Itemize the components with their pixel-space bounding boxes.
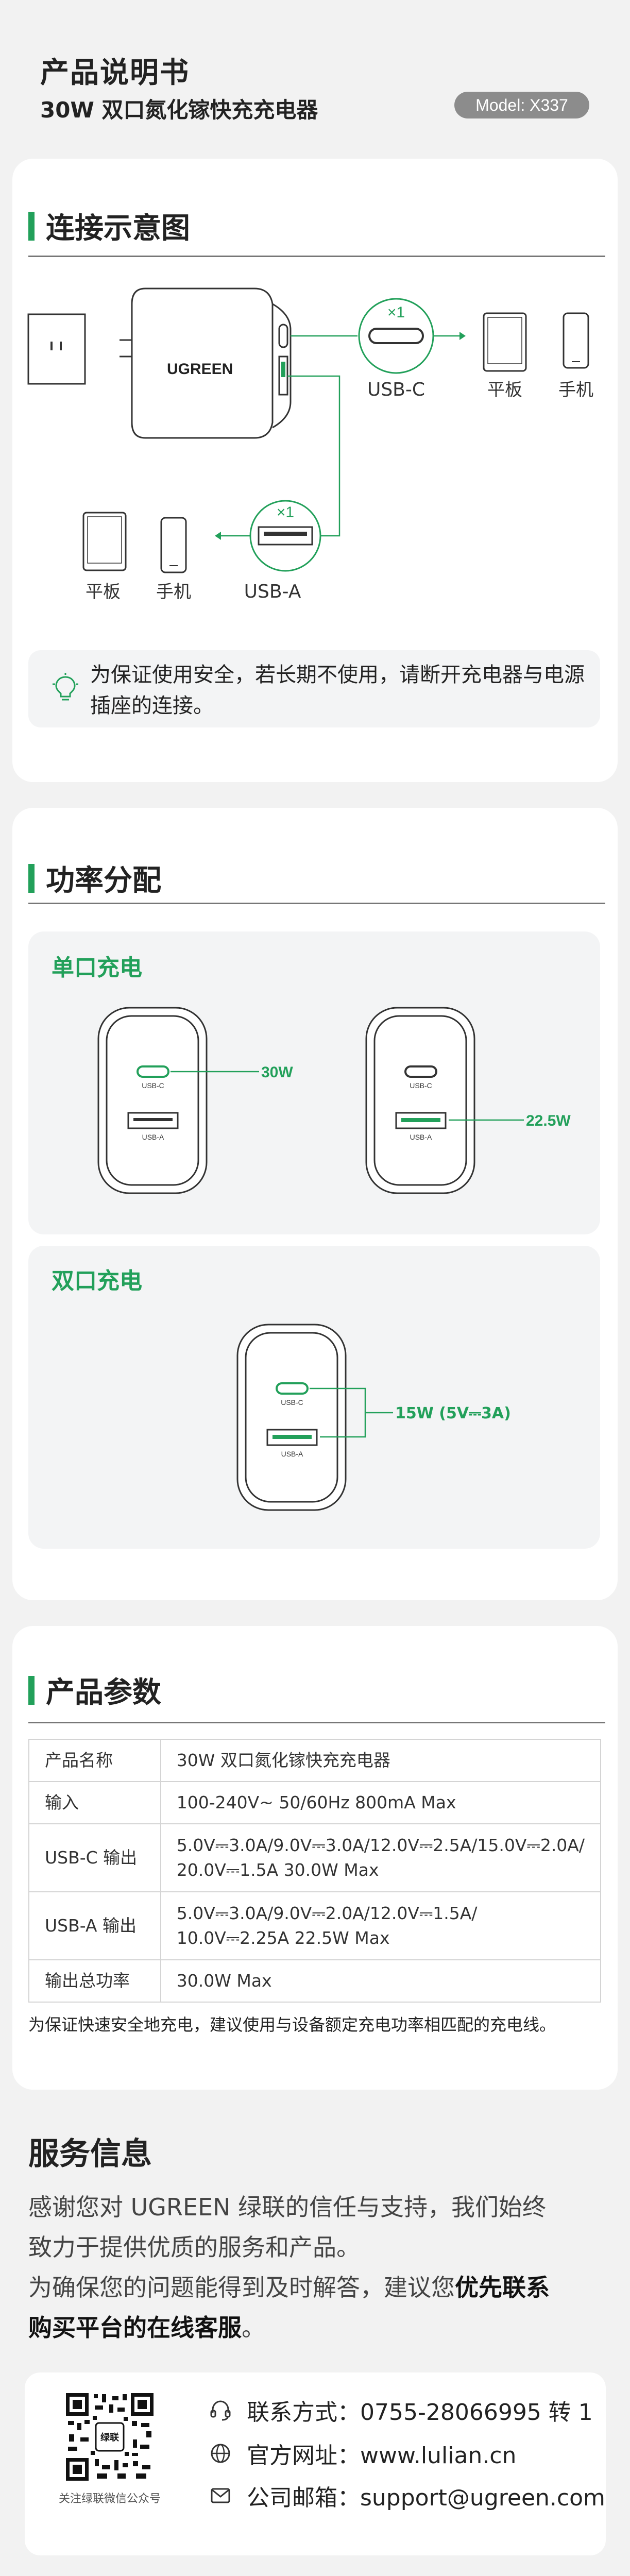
param-key: 输出总功率 <box>28 1959 161 2003</box>
safety-notice <box>28 650 600 727</box>
safety-notice-text: 为保证使用安全，若长期不使用，请断开充电器与电源插座的连接。 <box>90 663 585 718</box>
connection-heading-text: 连接示意图 <box>46 212 190 245</box>
heading-accent-bar <box>28 863 35 893</box>
param-value: 5.0V⎓3.0A/9.0V⎓2.0A/12.0V⎓1.5A/ 10.0V⎓2.… <box>160 1891 602 1960</box>
param-key: 产品名称 <box>28 1739 161 1782</box>
service-line-4-bold: 购买平台的在线客服 <box>28 2314 242 2342</box>
usb-c-port-label: USB-C <box>142 1081 164 1090</box>
param-value: 30W 双口氮化镓快充充电器 <box>160 1739 602 1782</box>
service-line-1: 感谢您对 UGREEN 绿联的信任与支持，我们始终 <box>28 2193 547 2221</box>
phone-label-left: 手机 <box>156 582 191 602</box>
usb-a-port-label: USB-A <box>142 1133 164 1141</box>
headset-icon <box>210 2400 231 2421</box>
params-table: 产品名称 30W 双口氮化镓快充充电器 输入 100-240V~ 50/60Hz… <box>28 1739 602 2003</box>
contact-phone-text: 联系方式：0755-28066995 转 1 <box>247 2399 593 2426</box>
param-value: 5.0V⎓3.0A/9.0V⎓3.0A/12.0V⎓2.5A/15.0V⎓2.0… <box>160 1823 602 1892</box>
service-line-4-end: 。 <box>242 2314 265 2342</box>
usb-c-link: ×1 USB-C <box>291 298 466 400</box>
usb-a-port-label: USB-A <box>281 1450 303 1458</box>
usb-c-port-label: USB-C <box>410 1081 432 1090</box>
dual-port-title: 双口充电 <box>52 1268 142 1294</box>
table-row: 产品名称 30W 双口氮化镓快充充电器 <box>28 1739 602 1782</box>
usb-c-count: ×1 <box>387 304 405 321</box>
heading-rule <box>28 903 605 904</box>
service-line-4: 购买平台的在线客服。 <box>28 2308 265 2348</box>
params-heading: 产品参数 <box>28 1669 161 1711</box>
qr-center-text: 绿联 <box>100 2432 119 2443</box>
heading-accent-bar <box>28 211 35 241</box>
heading-accent-bar <box>28 1675 35 1705</box>
heading-rule <box>28 1722 605 1723</box>
dual-power: 15W (5V⎓3A) <box>395 1404 511 1422</box>
phone-icon <box>563 312 589 369</box>
tablet-label-right: 平板 <box>487 380 522 400</box>
table-row: USB-A 输出 5.0V⎓3.0A/9.0V⎓2.0A/12.0V⎓1.5A/… <box>28 1891 602 1960</box>
param-key: USB-A 输出 <box>28 1891 161 1960</box>
table-row: USB-C 输出 5.0V⎓3.0A/9.0V⎓3.0A/12.0V⎓2.5A/… <box>28 1823 602 1892</box>
contact-website[interactable]: 官方网址：www.lulian.cn <box>209 2437 516 2470</box>
dual-port-diagram: USB-C USB-A 15W (5V⎓3A) <box>236 1324 511 1511</box>
service-line-3-bold: 优先联系 <box>455 2274 550 2301</box>
contact-website-text: 官方网址：www.lulian.cn <box>247 2443 517 2469</box>
param-key: USB-C 输出 <box>28 1823 161 1892</box>
product-subtitle: 30W 双口氮化镓快充充电器 <box>40 97 318 123</box>
usb-a-label: USB-A <box>244 581 301 602</box>
single-port-usb-a-diagram: USB-C USB-A 22.5W <box>365 1007 571 1194</box>
mail-icon <box>211 2488 230 2503</box>
usb-a-count: ×1 <box>277 504 294 521</box>
single-port-title: 单口充电 <box>52 955 142 981</box>
usb-a-link: ×1 USB-A <box>215 375 340 602</box>
param-value: 100-240V~ 50/60Hz 800mA Max <box>160 1781 602 1824</box>
single-usb-a-power: 22.5W <box>526 1112 571 1129</box>
table-row: 输入 100-240V~ 50/60Hz 800mA Max <box>28 1781 602 1824</box>
qr-caption: 关注绿联微信公众号 <box>58 2493 161 2505</box>
power-heading: 功率分配 <box>28 857 161 899</box>
contact-phone[interactable]: 联系方式：0755-28066995 转 1 <box>209 2394 593 2427</box>
param-key: 输入 <box>28 1781 161 1824</box>
service-heading: 服务信息 <box>28 2136 152 2172</box>
globe-icon <box>211 2444 230 2463</box>
contact-email-text: 公司邮箱：support@ugreen.com <box>247 2485 605 2511</box>
contact-email[interactable]: 公司邮箱：support@ugreen.com <box>209 2479 605 2512</box>
table-row: 输出总功率 30.0W Max <box>28 1959 602 2003</box>
power-heading-text: 功率分配 <box>46 864 161 897</box>
phone-icon <box>160 517 187 573</box>
usb-c-port-label: USB-C <box>281 1398 303 1406</box>
device-brand: UGREEN <box>167 361 233 378</box>
service-line-2: 致力于提供优质的服务和产品。 <box>28 2233 360 2261</box>
model-badge: Model: X337 <box>454 92 589 118</box>
single-port-usb-c-diagram: USB-C USB-A 30W <box>97 1007 293 1194</box>
heading-rule <box>28 256 605 257</box>
connection-diagram: UGREEN ×1 USB-C 平板 手机 ×1 USB-A 平板 <box>27 287 593 602</box>
phone-label-right: 手机 <box>558 380 593 400</box>
lightbulb-icon <box>53 673 78 701</box>
tablet-icon <box>82 512 127 571</box>
connection-heading: 连接示意图 <box>28 205 190 247</box>
params-heading-text: 产品参数 <box>46 1676 161 1709</box>
qr-code[interactable]: 绿联 <box>66 2393 154 2481</box>
tablet-label-left: 平板 <box>86 582 121 602</box>
wall-socket-icon <box>27 313 86 385</box>
tablet-icon <box>483 312 527 372</box>
service-line-3-text: 为确保您的问题能得到及时解答，建议您 <box>28 2274 455 2301</box>
param-value: 30.0W Max <box>160 1959 602 2003</box>
usb-c-label: USB-C <box>367 379 425 400</box>
usb-a-port-label: USB-A <box>410 1133 432 1141</box>
page-title: 产品说明书 <box>40 56 190 90</box>
params-note: 为保证快速安全地充电，建议使用与设备额定充电功率相匹配的充电线。 <box>28 2015 556 2035</box>
charger-body: UGREEN <box>131 287 292 439</box>
service-line-3: 为确保您的问题能得到及时解答，建议您优先联系 <box>28 2267 550 2308</box>
single-usb-c-power: 30W <box>261 1064 293 1081</box>
